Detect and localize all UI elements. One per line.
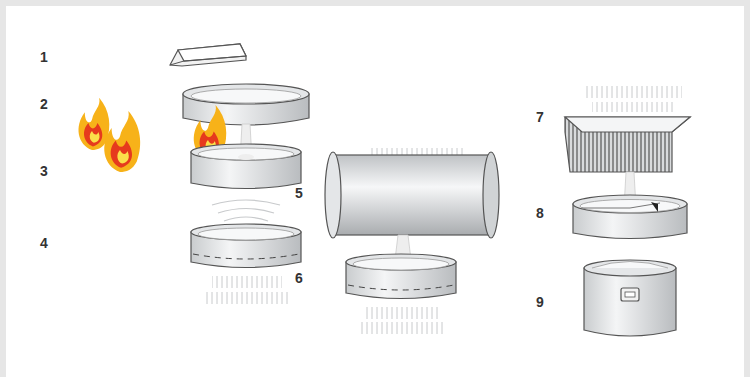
callout-number: 6 [295, 271, 303, 285]
callout-number: 9 [536, 295, 544, 309]
callout-number: 4 [40, 236, 48, 250]
callout-number: 2 [40, 97, 48, 111]
callout-number: 7 [536, 110, 544, 124]
callout-number: 1 [40, 50, 48, 64]
callout-number: 5 [295, 186, 303, 200]
callout-number: 8 [536, 206, 544, 220]
callout-number: 3 [40, 164, 48, 178]
